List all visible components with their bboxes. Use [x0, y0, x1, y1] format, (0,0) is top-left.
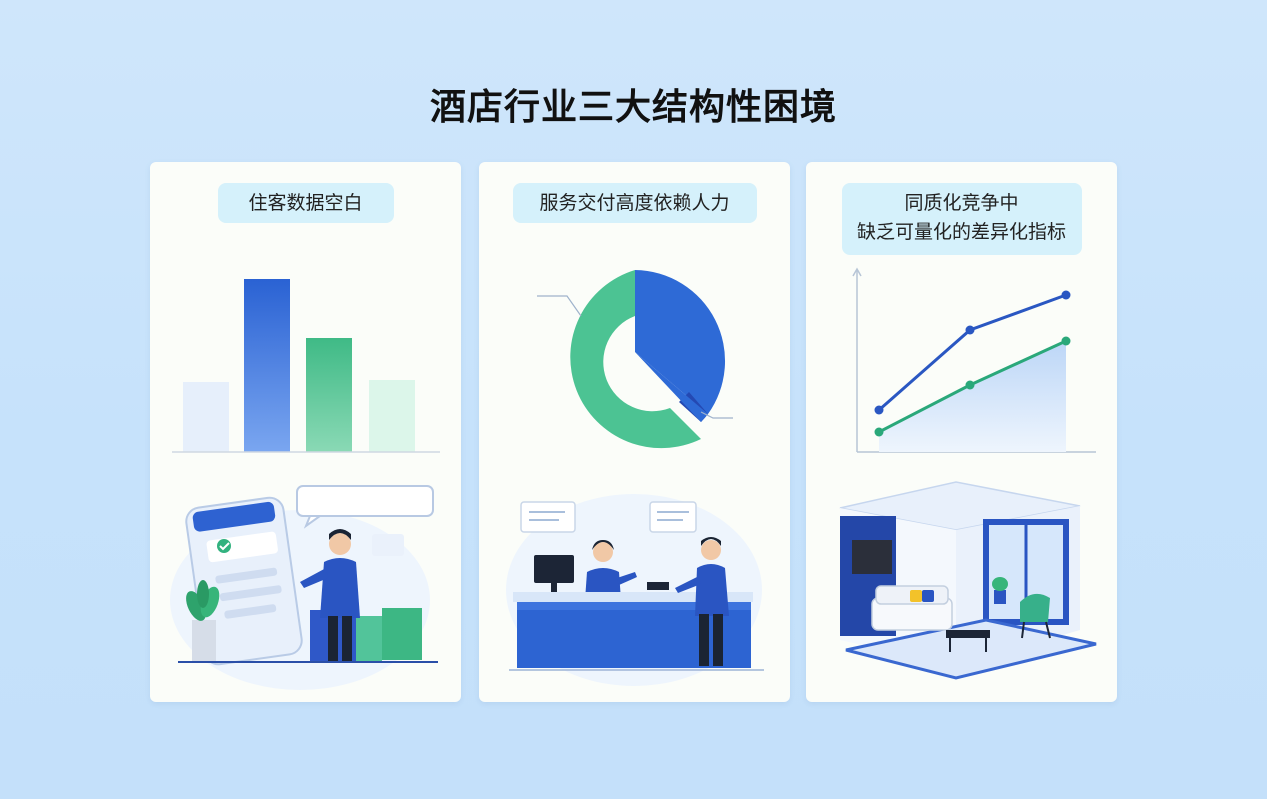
point: [1061, 290, 1071, 300]
line-chart-illustration: [852, 267, 1096, 453]
person-body: [320, 558, 360, 618]
bar-chart-illustration: [172, 279, 440, 453]
bar-4: [369, 380, 415, 452]
bar-3: [306, 338, 352, 452]
card-label: 住客数据空白: [217, 183, 394, 223]
card-service-labor: 服务交付高度依赖人力: [479, 162, 790, 702]
coffee-table: [946, 630, 990, 638]
reception-illustration: [506, 494, 764, 686]
reception-desk: [513, 592, 753, 602]
point: [965, 325, 975, 335]
point: [874, 427, 884, 437]
bar-1: [183, 382, 229, 452]
note-card: [520, 501, 576, 533]
guest-head: [701, 540, 721, 560]
app-user-illustration: [170, 485, 438, 690]
person-head: [329, 533, 351, 555]
donut-segment-blue: [635, 270, 726, 414]
plant-pot: [192, 620, 216, 662]
note-card: [649, 501, 697, 533]
point: [965, 380, 975, 390]
card-homogeneous-competition: 同质化竞争中 缺乏可量化的差异化指标: [806, 162, 1117, 702]
card-label: 服务交付高度依赖人力: [512, 183, 757, 223]
speech-bubble: [296, 485, 434, 517]
bar-2: [244, 279, 290, 452]
donut-chart-illustration: [537, 270, 733, 449]
point: [874, 405, 884, 415]
receptionist-head: [593, 542, 613, 562]
shopping-bag: [382, 608, 422, 660]
hotel-room-illustration: [839, 481, 1097, 680]
check-icon: [217, 539, 231, 553]
card-label-line-2: 缺乏可量化的差异化指标: [856, 221, 1066, 243]
card-label: 同质化竞争中 缺乏可量化的差异化指标: [841, 183, 1082, 255]
card-label-line-1: 同质化竞争中: [904, 192, 1019, 214]
card-guest-data-gap: 住客数据空白: [150, 162, 461, 702]
monitor-icon: [534, 555, 574, 583]
armchair: [1020, 593, 1050, 622]
area-fill: [879, 341, 1066, 452]
page-title: 酒店行业三大结构性困境: [429, 87, 837, 128]
point: [1061, 336, 1071, 346]
tv-icon: [852, 540, 892, 574]
guest-body: [695, 564, 729, 616]
donut-segment-green: [570, 270, 701, 449]
